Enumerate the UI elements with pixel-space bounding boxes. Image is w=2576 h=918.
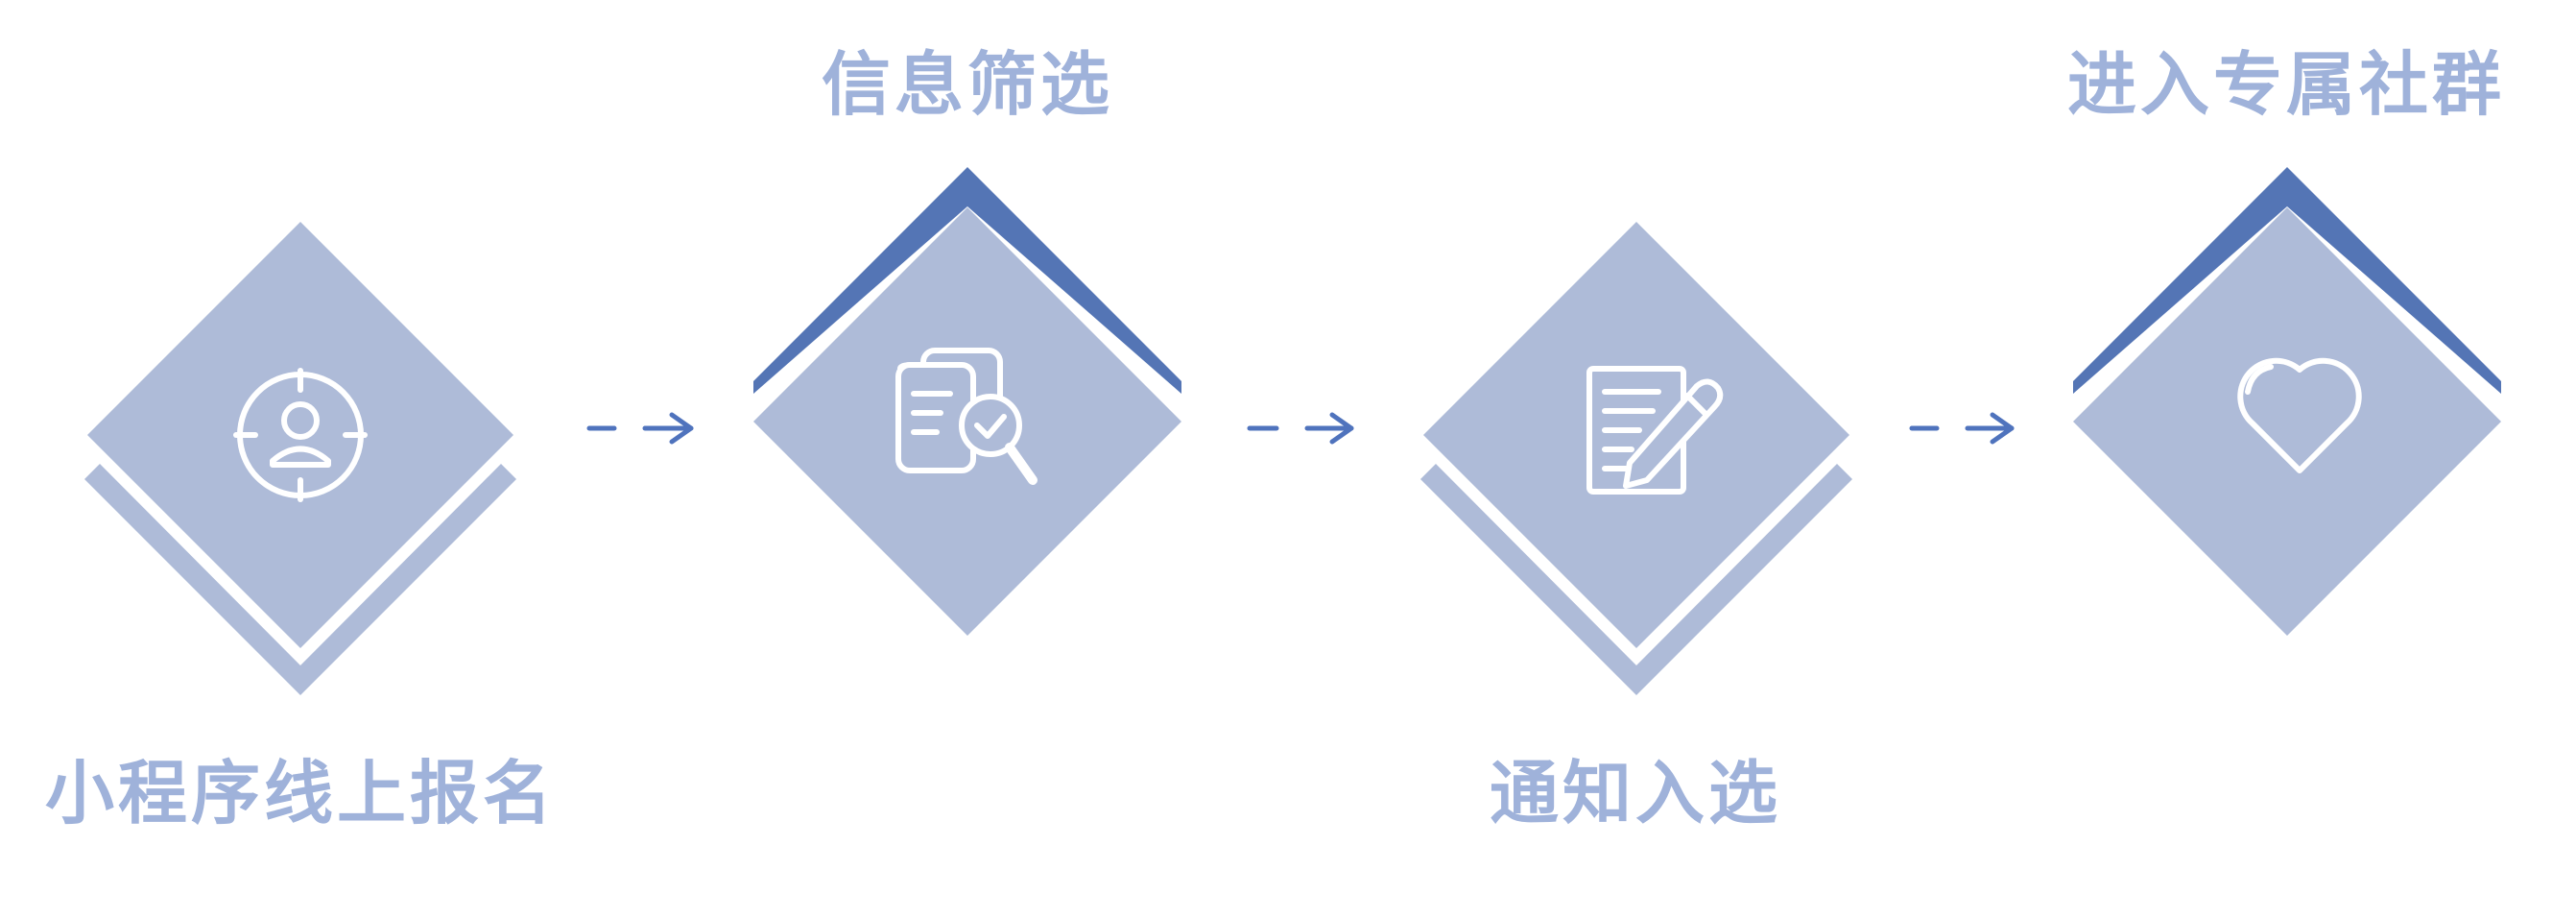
step-2-label: 信息筛选: [821, 44, 1114, 125]
step-4-label: 进入专属社群: [2066, 44, 2506, 125]
step-1-label: 小程序线上报名: [44, 753, 557, 833]
step-2: [753, 167, 1181, 636]
step-3-label: 通知入选: [1489, 753, 1782, 833]
step-4-diamond: [2073, 207, 2501, 636]
step-4: [2073, 167, 2501, 636]
step-3-diamond: [1423, 222, 1849, 648]
user-target-icon: [233, 368, 368, 502]
heart-icon: [2237, 357, 2362, 473]
document-search-check-icon: [895, 348, 1038, 485]
step-1: [84, 222, 516, 695]
document-edit-icon: [1586, 366, 1724, 495]
connector-arrow-3: [1909, 412, 2015, 445]
step-3: [1420, 222, 1852, 695]
connector-arrow-2: [1247, 412, 1354, 445]
connector-arrow-1: [586, 412, 694, 445]
